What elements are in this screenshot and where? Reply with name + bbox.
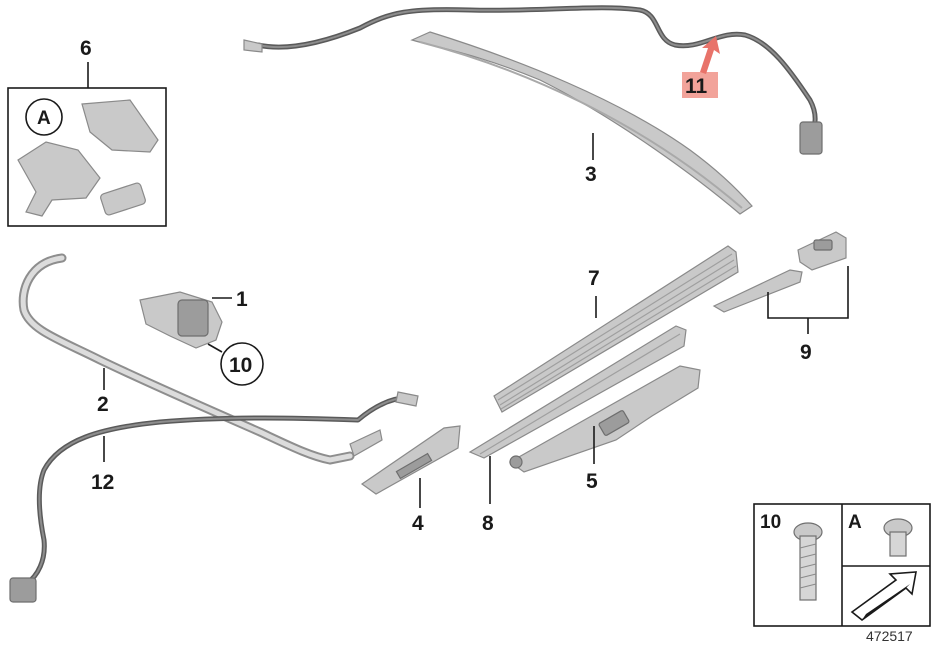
document-number: 472517: [866, 628, 913, 644]
guide-rail-7: [493, 245, 739, 413]
part-5-label: 5: [586, 470, 598, 493]
torx-screw-a-icon: [883, 518, 913, 557]
legend-screw-a-label: A: [848, 512, 862, 533]
part-9-label: 9: [800, 341, 812, 364]
part-9-leader: [767, 266, 849, 319]
front-rail-3: [410, 31, 753, 215]
torx-screw-icon: [793, 522, 823, 601]
fastener-legend: 10 A: [753, 503, 931, 627]
part-11-highlight: [682, 72, 718, 98]
part-10-circle: [220, 342, 264, 386]
arrow-pictogram-icon: [850, 571, 917, 622]
part-12-label: 12: [91, 471, 114, 494]
drain-hose-11: [243, 5, 823, 155]
detail-a-label: A: [37, 108, 51, 129]
part-8-label: 8: [482, 512, 494, 535]
bracket-parts-6: [17, 99, 159, 217]
part-2-label: 2: [97, 393, 109, 416]
drive-motor-1: [139, 291, 223, 349]
part-6-label: 6: [80, 37, 92, 60]
part-3-label: 3: [585, 163, 597, 186]
part-7-label: 7: [588, 267, 600, 290]
slide-guide-8: [468, 325, 687, 459]
detail-a-marker: A: [25, 98, 63, 136]
sliding-mechanism-5: [508, 365, 701, 473]
part-10-leader: [207, 343, 223, 353]
frame-seal-2: [18, 253, 383, 465]
part-11-label: 11: [685, 75, 708, 98]
part-4-label: 4: [412, 512, 424, 535]
legend-screw-10-label: 10: [760, 512, 781, 533]
brackets-9: [712, 231, 847, 313]
part-6-box: [7, 87, 167, 227]
part-10-label: 10: [229, 354, 252, 377]
drain-hose-12: [9, 391, 419, 603]
rear-guide-4: [360, 425, 461, 495]
part-1-label: 1: [236, 288, 248, 311]
part-11-arrow: [700, 36, 720, 74]
